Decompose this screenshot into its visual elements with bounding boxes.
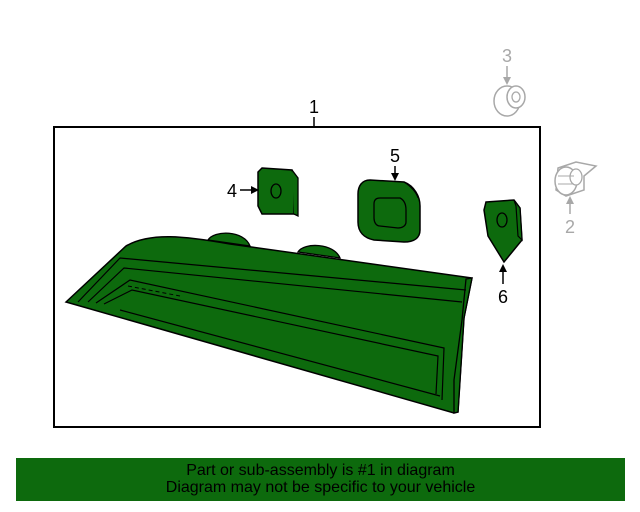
- callout-4-label[interactable]: 4: [227, 181, 237, 201]
- callout-5-label[interactable]: 5: [390, 146, 400, 166]
- callout-3-arrowhead: [503, 77, 511, 85]
- callout-5-arrowhead: [391, 173, 399, 181]
- callout-2-arrowhead: [566, 196, 574, 204]
- banner-line-2: Diagram may not be specific to your vehi…: [165, 479, 476, 496]
- tail-lamp-assembly[interactable]: [64, 232, 473, 414]
- callout-4-arrowhead: [251, 186, 259, 194]
- part-2-socket[interactable]: [554, 161, 598, 197]
- part-3-nut[interactable]: [493, 85, 526, 117]
- callout-3-label[interactable]: 3: [502, 46, 512, 66]
- callout-6-arrowhead: [499, 264, 507, 272]
- callout-1-label[interactable]: 1: [309, 97, 319, 117]
- part-6-pad[interactable]: [483, 199, 523, 264]
- callout-2-label[interactable]: 2: [565, 217, 575, 237]
- part-4-pad[interactable]: [257, 167, 299, 218]
- callout-6-label[interactable]: 6: [498, 287, 508, 307]
- part-5-grommet[interactable]: [357, 179, 421, 243]
- info-banner: Part or sub-assembly is #1 in diagram Di…: [16, 458, 625, 501]
- banner-line-1: Part or sub-assembly is #1 in diagram: [186, 462, 455, 479]
